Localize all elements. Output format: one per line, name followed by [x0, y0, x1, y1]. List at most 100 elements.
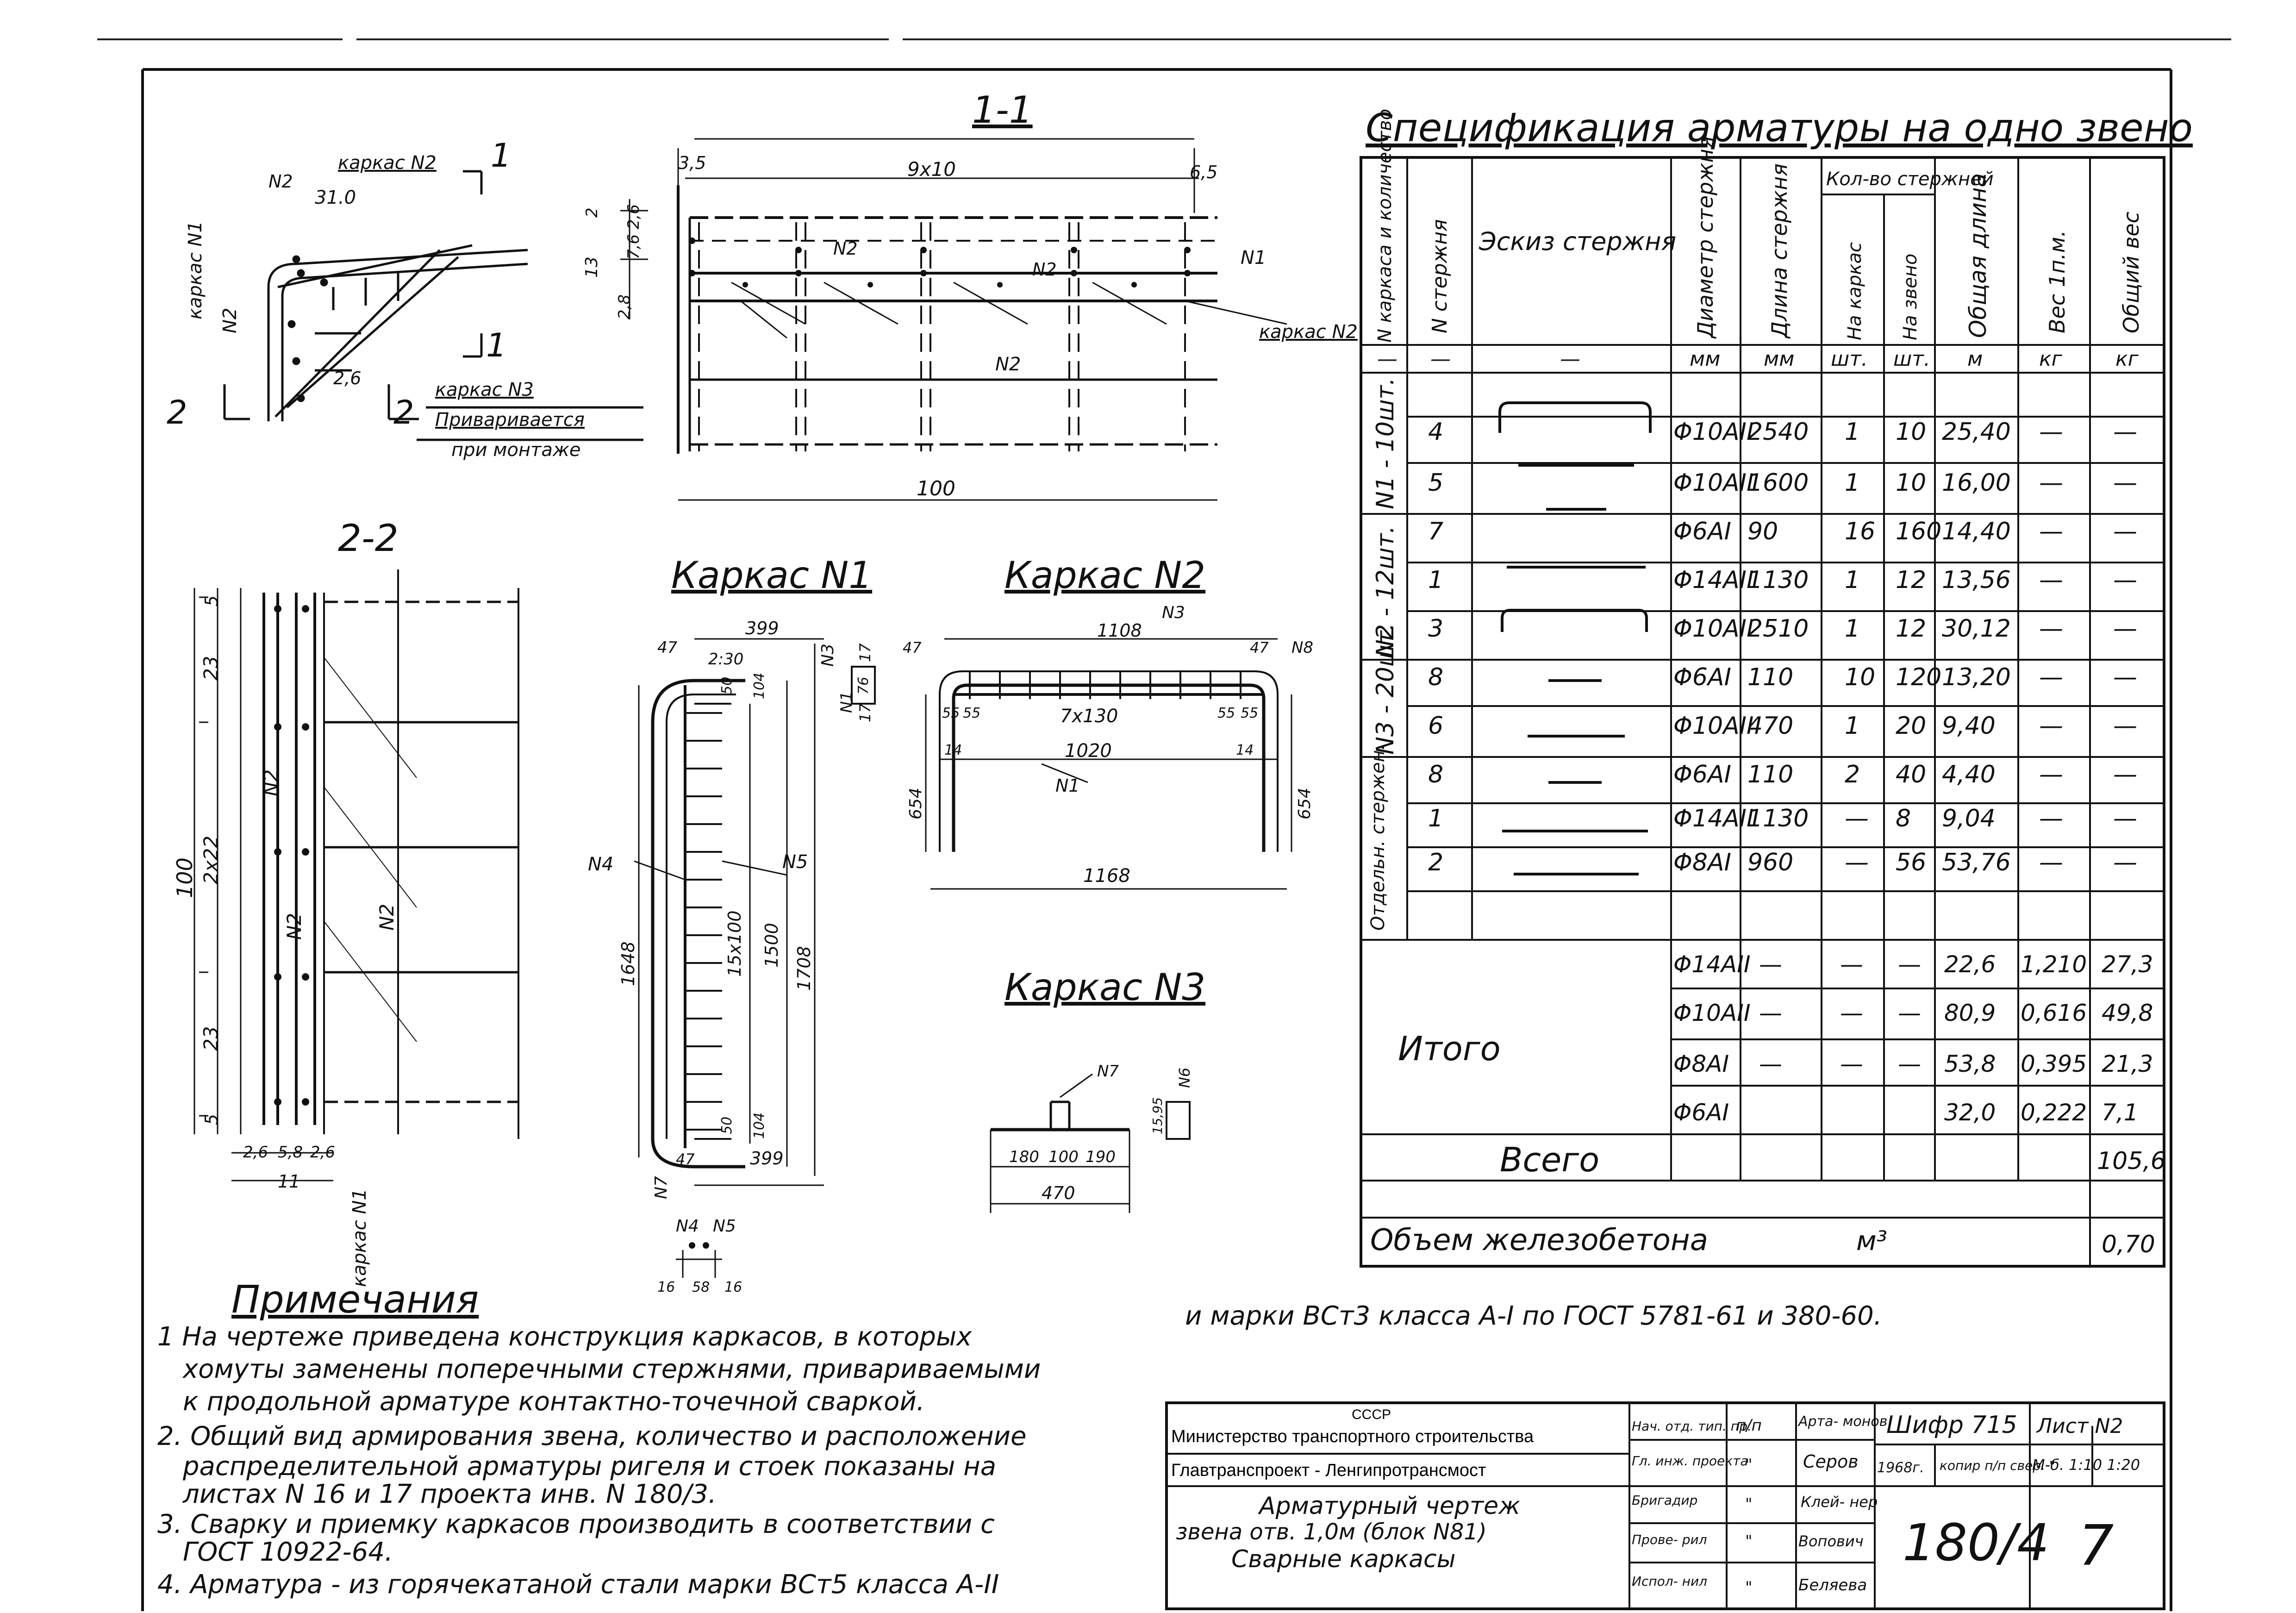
spec-cell-wt: — [2113, 849, 2137, 876]
dim-label: 50 [719, 1117, 735, 1134]
volume-value: 0,70 [2102, 1231, 2155, 1258]
dim-label: 6,5 [1190, 162, 1217, 182]
header-count-karkas: На каркас [1844, 242, 1866, 340]
dim-label: 55 [1241, 705, 1258, 721]
spec-cell-on_karkas: 1 [1845, 712, 1860, 740]
spec-cell-w1: — [2039, 712, 2063, 740]
unit-cell: кг [2115, 347, 2139, 371]
spec-cell-w1: — [2039, 566, 2063, 594]
tb-role: Бригадир [1632, 1493, 1697, 1508]
dim-label: 180 [1009, 1148, 1039, 1166]
unit-cell: — [1560, 347, 1580, 371]
karkas1-title: Каркас N1 [671, 554, 872, 597]
vsego-value: 105,6 [2097, 1147, 2166, 1175]
spec-cell-total_len: 9,04 [1942, 805, 1996, 832]
dim-label: 2,6 [333, 368, 361, 388]
note-line: 3. Сварку и приемку каркасов производить… [157, 1509, 995, 1539]
spec-cell-on_karkas: 10 [1845, 663, 1875, 691]
spec-cell-on_zveno: 20 [1896, 712, 1926, 740]
note-line: 4. Арматура - из горячекатаной стали мар… [157, 1569, 999, 1600]
title-block [1165, 1401, 2165, 1610]
spec-cell-on_zveno: 12 [1896, 615, 1926, 643]
drawing-labels: 1-1 2-2 Каркас N1 Каркас N2 Каркас N3 ка… [167, 88, 1358, 1295]
dim-label: N2 [995, 354, 1021, 375]
header-length: Длина стержня [1767, 163, 1792, 339]
spec-cell-total_len: 16,00 [1942, 469, 2011, 497]
itogo-cell-wt: 27,3 [2102, 951, 2153, 978]
spec-cell-w1: — [2039, 615, 2063, 643]
itogo-cell-dia: Φ8АI [1673, 1050, 1729, 1077]
dim-label: 104 [751, 1113, 767, 1139]
spec-cell-on_karkas: — [1845, 805, 1869, 832]
dim-label: 55 [963, 705, 980, 721]
spec-cell-total_len: 14,40 [1942, 518, 2011, 545]
spec-cell-dia: Φ6АI [1673, 518, 1731, 545]
spec-cell-rod: 1 [1428, 805, 1443, 832]
itogo-cell-on_zveno: — [1898, 951, 1921, 978]
spec-cell-len: 960 [1747, 849, 1793, 876]
dim-label: 399 [745, 618, 779, 638]
dim-label: 17 [856, 703, 874, 722]
sketch-rod-3 [1501, 609, 1648, 632]
spec-cell-wt: — [2113, 712, 2137, 740]
spec-title: Спецификация арматуры на одно звено [1366, 105, 2193, 150]
dim-label: N7 [1097, 1062, 1119, 1081]
dim-label: N2 [219, 308, 241, 333]
dim-label: 1 [486, 326, 507, 364]
dim-label: 16 [724, 1279, 742, 1295]
section-22-title: 2-2 [338, 517, 399, 560]
spec-cell-w1: — [2039, 469, 2063, 497]
dim-label: 2 [583, 207, 601, 218]
dim-label: N1 [1241, 247, 1266, 269]
tb-name: Клей- нер [1801, 1493, 1878, 1511]
itogo-cell-on_karkas: — [1840, 951, 1863, 978]
label-privarivaetsya: Приваривается [435, 409, 585, 431]
header-karkas: N каркаса и количество [1374, 109, 1396, 343]
spec-cell-len: 470 [1747, 712, 1793, 740]
spec-cell-on_karkas: 2 [1845, 761, 1860, 788]
dim-label: 17 [856, 643, 874, 662]
group-label: N3 - 20шт. [1372, 623, 1399, 755]
spec-cell-on_karkas: 16 [1845, 518, 1875, 545]
dim-label: 100 [172, 857, 197, 898]
dim-label: N5 [782, 851, 808, 873]
tb-role: Гл. инж. проекта [1632, 1453, 1748, 1469]
note-line: распределительной арматуры ригеля и стое… [183, 1451, 997, 1482]
dim-label: 7,6 2,6 [624, 204, 643, 259]
spec-cell-w1: — [2039, 418, 2063, 446]
header-total-weight: Общий вес [2119, 212, 2144, 333]
dim-label: 31.0 [315, 187, 356, 208]
tb-sign: " [1745, 1532, 1753, 1550]
spec-cell-len: 110 [1747, 663, 1793, 691]
spec-cell-rod: 7 [1428, 518, 1443, 545]
dim-label: 55 [942, 705, 960, 721]
spec-cell-dia: Φ10АII [1673, 418, 1753, 446]
spec-cell-len: 2540 [1747, 418, 1809, 446]
group-label: Отдельн. стержен. [1367, 744, 1389, 931]
spec-cell-total_len: 4,40 [1942, 761, 1996, 788]
tb-sign: " [1745, 1456, 1753, 1474]
spec-cell-wt: — [2113, 418, 2137, 446]
dim-label: 11 [278, 1171, 300, 1192]
dim-label: N7 [652, 1176, 671, 1199]
note-line: ГОСТ 10922-64. [183, 1537, 393, 1567]
dim-label: N2 [1032, 259, 1057, 280]
dim-label: 9x10 [907, 158, 956, 181]
spec-cell-dia: Φ14АII [1673, 805, 1753, 832]
itogo-cell-len: — [1759, 1050, 1782, 1077]
dim-label: 470 [1042, 1183, 1075, 1203]
itogo-cell-total_len: 53,8 [1944, 1050, 1996, 1077]
dim-label: 50 [719, 677, 735, 694]
dim-label: 5,8 [278, 1143, 303, 1162]
vsego-label: Всего [1500, 1140, 1599, 1179]
dim-label: 654 [906, 788, 925, 819]
volume-unit: м³ [1856, 1225, 1887, 1257]
tb-desc1: Арматурный чертеж [1258, 1492, 1520, 1520]
spec-totals: Итого Всего 105,6 Объем железобетона м³ … [1370, 1029, 2166, 1258]
itogo-cell-w1: 0,222 [2021, 1099, 2087, 1126]
itogo-cell-total_len: 32,0 [1944, 1099, 1996, 1126]
dim-label: 100 [917, 477, 955, 500]
dim-label: 1108 [1097, 620, 1142, 641]
dim-label: 16 [657, 1279, 675, 1295]
group-label: N2 - 12шт. [1372, 526, 1399, 657]
